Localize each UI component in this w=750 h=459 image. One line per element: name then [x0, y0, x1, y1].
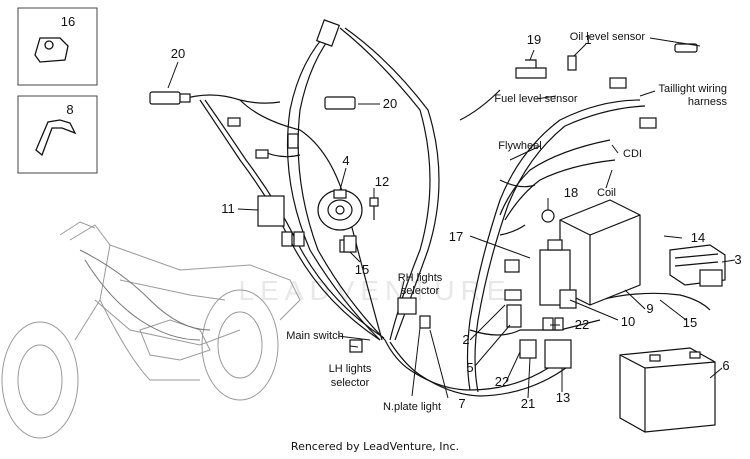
callout-22-right: 22	[575, 317, 589, 332]
part-9-cdi-box	[559, 199, 641, 306]
callout-4: 4	[342, 153, 349, 168]
callout-17: 17	[449, 229, 463, 244]
callout-22-left: 22	[495, 374, 509, 389]
callout-18: 18	[564, 185, 578, 200]
callout-20-right: 20	[383, 96, 397, 111]
callout-10: 10	[621, 314, 635, 329]
label-main-switch: Main switch	[286, 330, 343, 342]
callout-21: 21	[521, 396, 535, 411]
label-lh-selector: selector	[331, 377, 370, 389]
callout-15-right: 15	[683, 315, 697, 330]
part-13-21-22-connectors	[504, 259, 572, 369]
label-lh-lights: LH lights	[329, 363, 372, 375]
part-6-battery	[619, 347, 716, 433]
callout-12: 12	[375, 174, 389, 189]
scooter-outline	[1, 221, 301, 439]
label-fuel-level-sensor: Fuel level sensor	[494, 93, 577, 105]
callout-14: 14	[691, 230, 705, 245]
callout-8: 8	[66, 102, 73, 117]
sensor-20-right	[324, 96, 356, 110]
part-1-fuse	[567, 55, 577, 71]
part-12-bolt	[369, 197, 379, 220]
callout-15-left: 15	[355, 262, 369, 277]
callout-7: 7	[458, 396, 465, 411]
label-flywheel: Flywheel	[498, 140, 541, 152]
sensor-20-left	[149, 91, 191, 105]
label-rh-selector: selector	[401, 285, 440, 297]
callout-6: 6	[722, 358, 729, 373]
part-10-coil	[539, 239, 577, 309]
callout-16: 16	[61, 14, 75, 29]
callout-2: 2	[462, 332, 469, 347]
leader-lines	[167, 37, 736, 399]
label-rh-lights: RH lights	[398, 272, 443, 284]
callout-13: 13	[556, 390, 570, 405]
label-taillight-harness: harness	[688, 96, 728, 108]
inset-8	[17, 95, 98, 174]
label-taillight-wiring: Taillight wiring	[659, 83, 727, 95]
inset-16	[17, 7, 98, 86]
label-nplate-light: N.plate light	[383, 401, 441, 413]
part-19-bracket	[515, 59, 547, 79]
part-4-horn	[317, 189, 363, 231]
part-14-regulator	[669, 244, 726, 287]
callout-1: 1	[584, 32, 591, 47]
credit-line: Rencered by LeadVenture, Inc.	[290, 440, 460, 453]
label-coil: Coil	[597, 187, 616, 199]
part-15-relay	[343, 235, 357, 253]
part-18-ground	[541, 209, 555, 223]
part-11-box	[257, 195, 285, 227]
callout-11: 11	[221, 201, 235, 216]
watermark: LEADVENTURE	[239, 275, 512, 306]
callout-19: 19	[527, 32, 541, 47]
callout-5: 5	[466, 360, 473, 375]
callout-3: 3	[734, 252, 741, 267]
callout-20-left: 20	[171, 46, 185, 61]
label-oil-level-sensor: Oil level sensor	[570, 31, 646, 43]
callout-9: 9	[646, 301, 653, 316]
label-cdi: CDI	[623, 148, 642, 160]
